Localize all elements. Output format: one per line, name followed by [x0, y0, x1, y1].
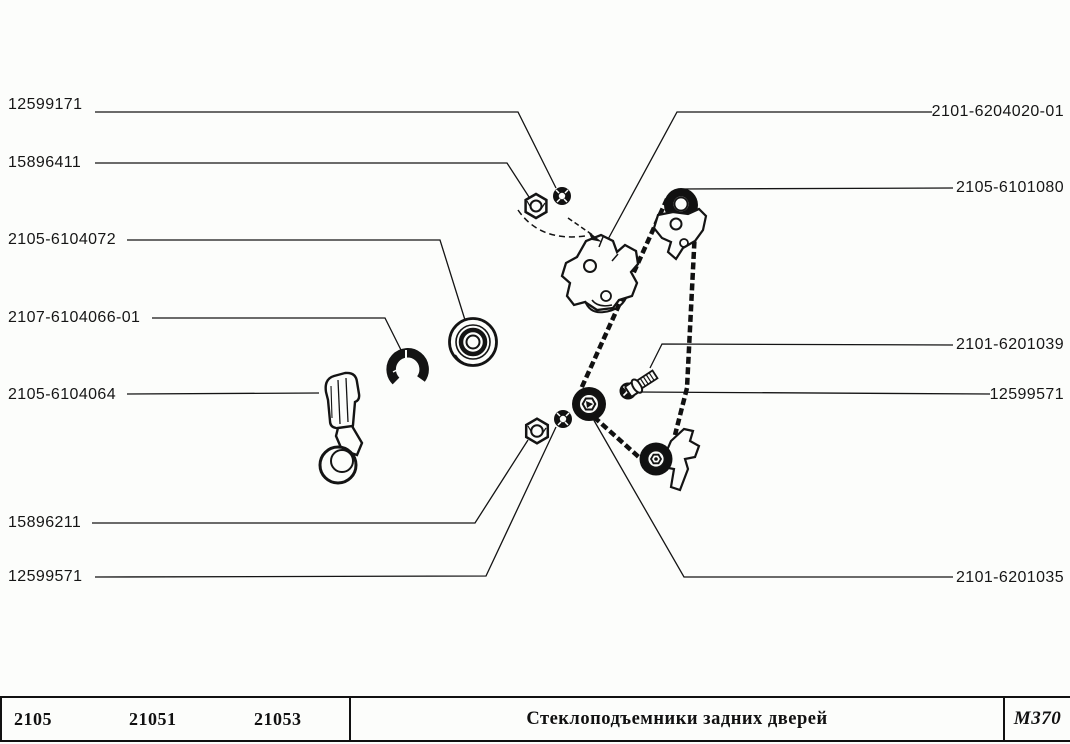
footer-sheet-code: М370	[1013, 708, 1062, 729]
footer-model-21053: 21053	[254, 709, 302, 729]
part-number-label: 2101-6201039	[955, 336, 1064, 353]
part-number-label: 2105-6104064	[8, 386, 117, 403]
part-number-label: 12599571	[989, 386, 1064, 403]
part-number-label: 2105-6101080	[955, 179, 1064, 196]
bearing-bushing-drawing	[448, 317, 498, 367]
part-number-label: 2107-6104066-01	[8, 309, 141, 326]
upper-lock-washer-drawing	[553, 187, 571, 205]
part-number-label: 12599571	[8, 568, 83, 585]
axle-bolt-drawing	[624, 369, 659, 398]
part-number-label: 2105-6104072	[8, 231, 117, 248]
footer-model-2105: 2105	[14, 709, 52, 729]
part-number-label: 2101-6201035	[955, 569, 1064, 586]
lower-lock-washer-drawing	[554, 410, 572, 428]
part-number-label: 15896211	[8, 514, 82, 531]
glass-clamp-bracket-drawing	[560, 233, 640, 314]
regulator-bottom-pulley-drawing	[639, 427, 701, 492]
footer-section-title: Стеклоподъемники задних дверей	[349, 698, 1005, 740]
part-number-label: 2101-6204020-01	[931, 103, 1064, 120]
tension-roller-drawing	[572, 387, 606, 421]
footer-table: 2105 21051 21053 Стеклоподъемники задних…	[0, 696, 1070, 742]
cable-drawing	[578, 198, 699, 461]
part-number-label: 15896411	[8, 154, 82, 171]
regulator-top-pulley-drawing	[652, 188, 708, 261]
leader-lines	[92, 111, 991, 578]
install-direction-arrow	[517, 209, 602, 242]
upper-hex-nut-drawing	[524, 192, 548, 220]
lower-hex-nut-drawing	[524, 417, 550, 445]
part-number-label: 12599171	[8, 96, 83, 113]
crank-handle-drawing	[318, 371, 364, 485]
retainer-clip-drawing	[386, 348, 429, 385]
footer-model-21051: 21051	[129, 709, 177, 729]
footer-model-cell: 2105 21051 21053	[0, 698, 349, 740]
